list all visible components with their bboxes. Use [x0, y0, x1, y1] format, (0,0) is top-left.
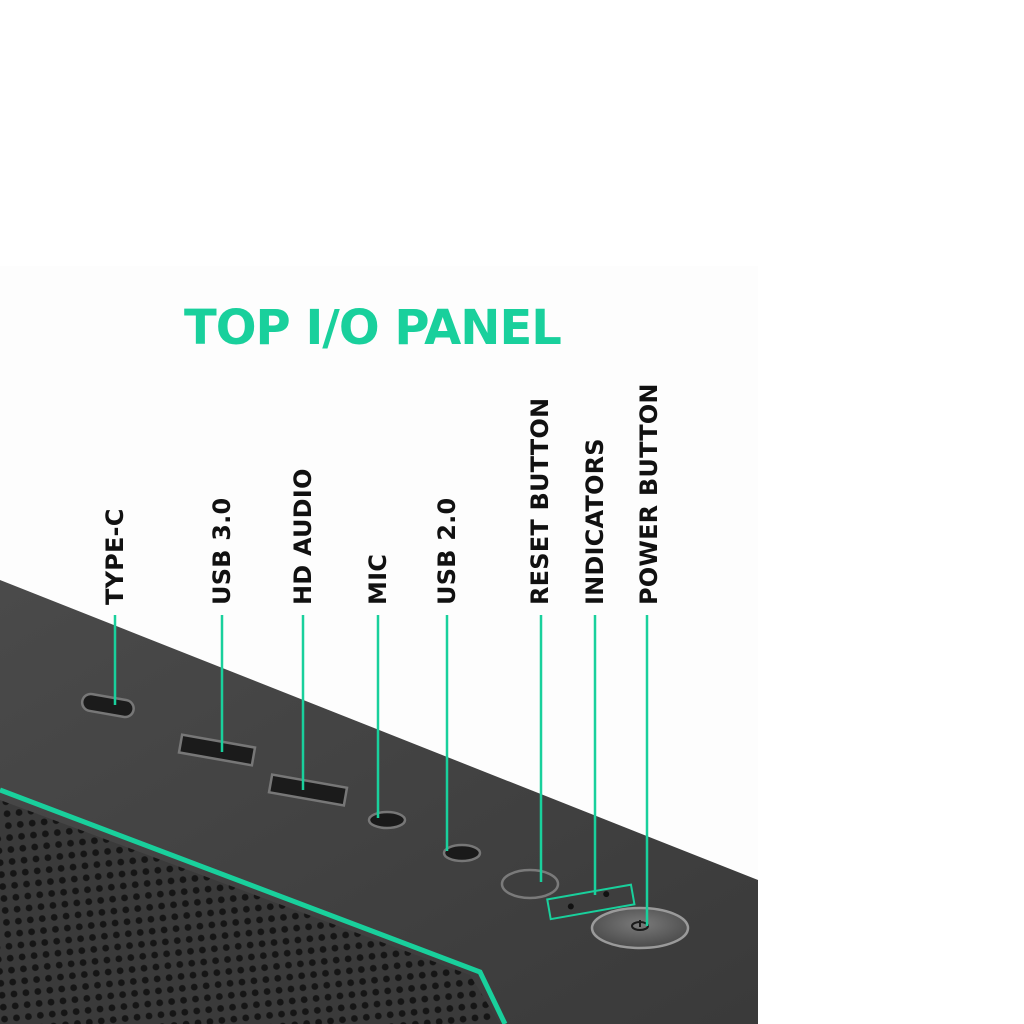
label-indicators: INDICATORS — [581, 438, 609, 605]
hd-audio-port — [267, 773, 349, 807]
usb-2-jack — [442, 843, 482, 863]
label-usb-2: USB 2.0 — [433, 497, 461, 605]
panel-title: TOP I/O PANEL — [184, 300, 562, 356]
label-hd-audio: HD AUDIO — [289, 468, 317, 605]
type-c-port — [80, 692, 135, 719]
mesh-grille — [0, 800, 500, 1024]
usb-3-port — [177, 733, 257, 767]
rgb-light-strip — [0, 787, 508, 1024]
mic-jack — [367, 810, 407, 830]
label-reset-button: RESET BUTTON — [526, 397, 554, 605]
reset-button-shape — [500, 868, 560, 900]
label-power-button: POWER BUTTON — [635, 383, 663, 605]
callout-lines — [113, 615, 649, 926]
indicator-leds — [546, 883, 636, 921]
label-usb-3: USB 3.0 — [208, 497, 236, 605]
label-mic: MIC — [364, 553, 392, 605]
power-button-shape — [590, 906, 690, 950]
label-type-c: TYPE-C — [101, 508, 129, 605]
